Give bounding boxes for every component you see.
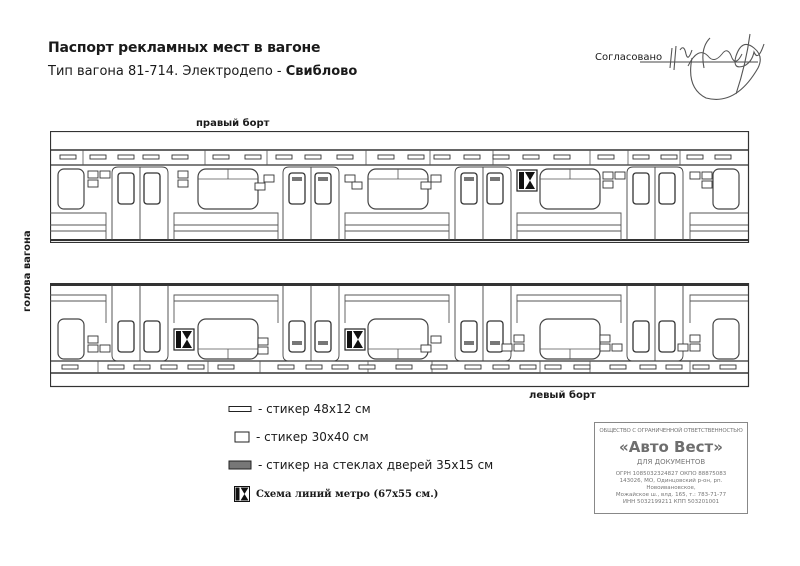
right-side-car-diagram [50, 131, 750, 243]
sticker-48x12-icon [228, 406, 252, 412]
stamp-inn: ИНН 5032199211 КПП 503201001 [622, 499, 720, 505]
door-glass-sticker-icon [228, 460, 252, 470]
stamp-org-type: ОБЩЕСТВО С ОГРАНИЧЕННОЙ ОТВЕТСТВЕННОСТЬЮ [599, 428, 743, 434]
legend-label: Схема линий метро (67х55 см.) [256, 488, 439, 500]
stamp-ogrn: ОГРН 1085032324827 ОКПО 88875083 [615, 471, 727, 477]
signature-icon [640, 33, 765, 100]
approved-label: Согласовано [595, 52, 663, 63]
stamp-address-1: 143026, МО, Одинцовский р-он, рп. Новоив… [619, 478, 723, 491]
page-title: Паспорт рекламных мест в вагоне [48, 40, 321, 56]
left-side-car-diagram [50, 283, 750, 388]
legend-item-sticker-48x12: - стикер 48х12 см [228, 402, 371, 416]
stamp-details: ОГРН 1085032324827 ОКПО 88875083 143026,… [595, 471, 747, 506]
car-type-text: Тип вагона 81-714. Электродепо - [48, 64, 286, 79]
company-stamp: ОБЩЕСТВО С ОГРАНИЧЕННОЙ ОТВЕТСТВЕННОСТЬЮ… [594, 422, 748, 514]
depot-name: Свиблово [285, 64, 358, 79]
metro-map-icon [234, 486, 250, 502]
left-side-label: левый борт [529, 390, 596, 401]
page-subtitle: Тип вагона 81-714. Электродепо - Свиблов… [48, 64, 357, 79]
legend-label: - стикер на стеклах дверей 35х15 см [258, 458, 494, 472]
stamp-address-2: Можайское ш., влд. 165, т.: 783-71-77 [615, 492, 727, 498]
car-head-label: голова вагона [22, 230, 33, 312]
legend-item-metro-map: Схема линий метро (67х55 см.) [234, 486, 438, 502]
legend-item-sticker-30x40: - стикер 30х40 см [234, 430, 369, 444]
legend-label: - стикер 30х40 см [256, 430, 369, 444]
stamp-purpose: ДЛЯ ДОКУМЕНТОВ [636, 458, 706, 466]
legend-item-door-glass-sticker: - стикер на стеклах дверей 35х15 см [228, 458, 493, 472]
right-side-label: правый борт [196, 118, 270, 129]
sticker-30x40-icon [234, 431, 250, 443]
legend-label: - стикер 48х12 см [258, 402, 371, 416]
stamp-company-name: «Авто Вест» [619, 438, 723, 456]
